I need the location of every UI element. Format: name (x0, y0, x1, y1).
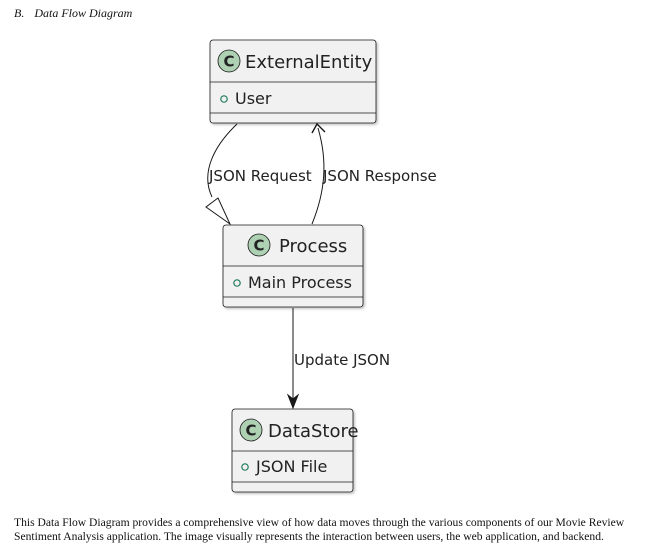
public-attribute-icon (233, 279, 241, 287)
class-box (209, 39, 377, 124)
class-attribute: Main Process (248, 273, 352, 292)
section-title: Data Flow Diagram (34, 6, 133, 20)
data-flow-diagram: C ExternalEntity User C Process Main Pro… (205, 39, 437, 493)
class-external-entity: C ExternalEntity User (209, 39, 377, 124)
class-datastore: C DataStore JSON File (231, 408, 359, 493)
class-process: C Process Main Process (222, 224, 364, 308)
class-name: Process (279, 236, 347, 257)
class-stereotype-icon (217, 49, 241, 73)
class-attribute: JSON File (255, 457, 327, 476)
arrowhead (286, 393, 300, 410)
class-stereotype-icon (239, 418, 263, 442)
edge-update-json: Update JSON (286, 308, 390, 410)
class-name: ExternalEntity (245, 52, 373, 73)
arrowhead (311, 122, 326, 134)
edge-label: JSON Response (322, 167, 437, 185)
stereotype-letter: C (253, 237, 264, 255)
edge-label: Update JSON (294, 351, 390, 369)
class-attribute: User (235, 89, 272, 108)
edge-json-response: JSON Response (311, 122, 437, 225)
section-heading: B. Data Flow Diagram (14, 6, 132, 21)
public-attribute-icon (220, 95, 228, 103)
stereotype-letter: C (245, 422, 256, 440)
edge-label: JSON Request (208, 167, 312, 185)
stereotype-letter: C (223, 53, 234, 71)
section-number: B. (14, 6, 25, 20)
edge-json-request: JSON Request (205, 123, 312, 226)
class-name: DataStore (268, 421, 359, 442)
edge-line (207, 123, 238, 198)
inheritance-arrowhead (205, 197, 232, 226)
class-stereotype-icon (247, 233, 271, 257)
edge-line (311, 127, 325, 225)
figure-caption: This Data Flow Diagram provides a compre… (14, 516, 625, 543)
public-attribute-icon (241, 463, 249, 471)
